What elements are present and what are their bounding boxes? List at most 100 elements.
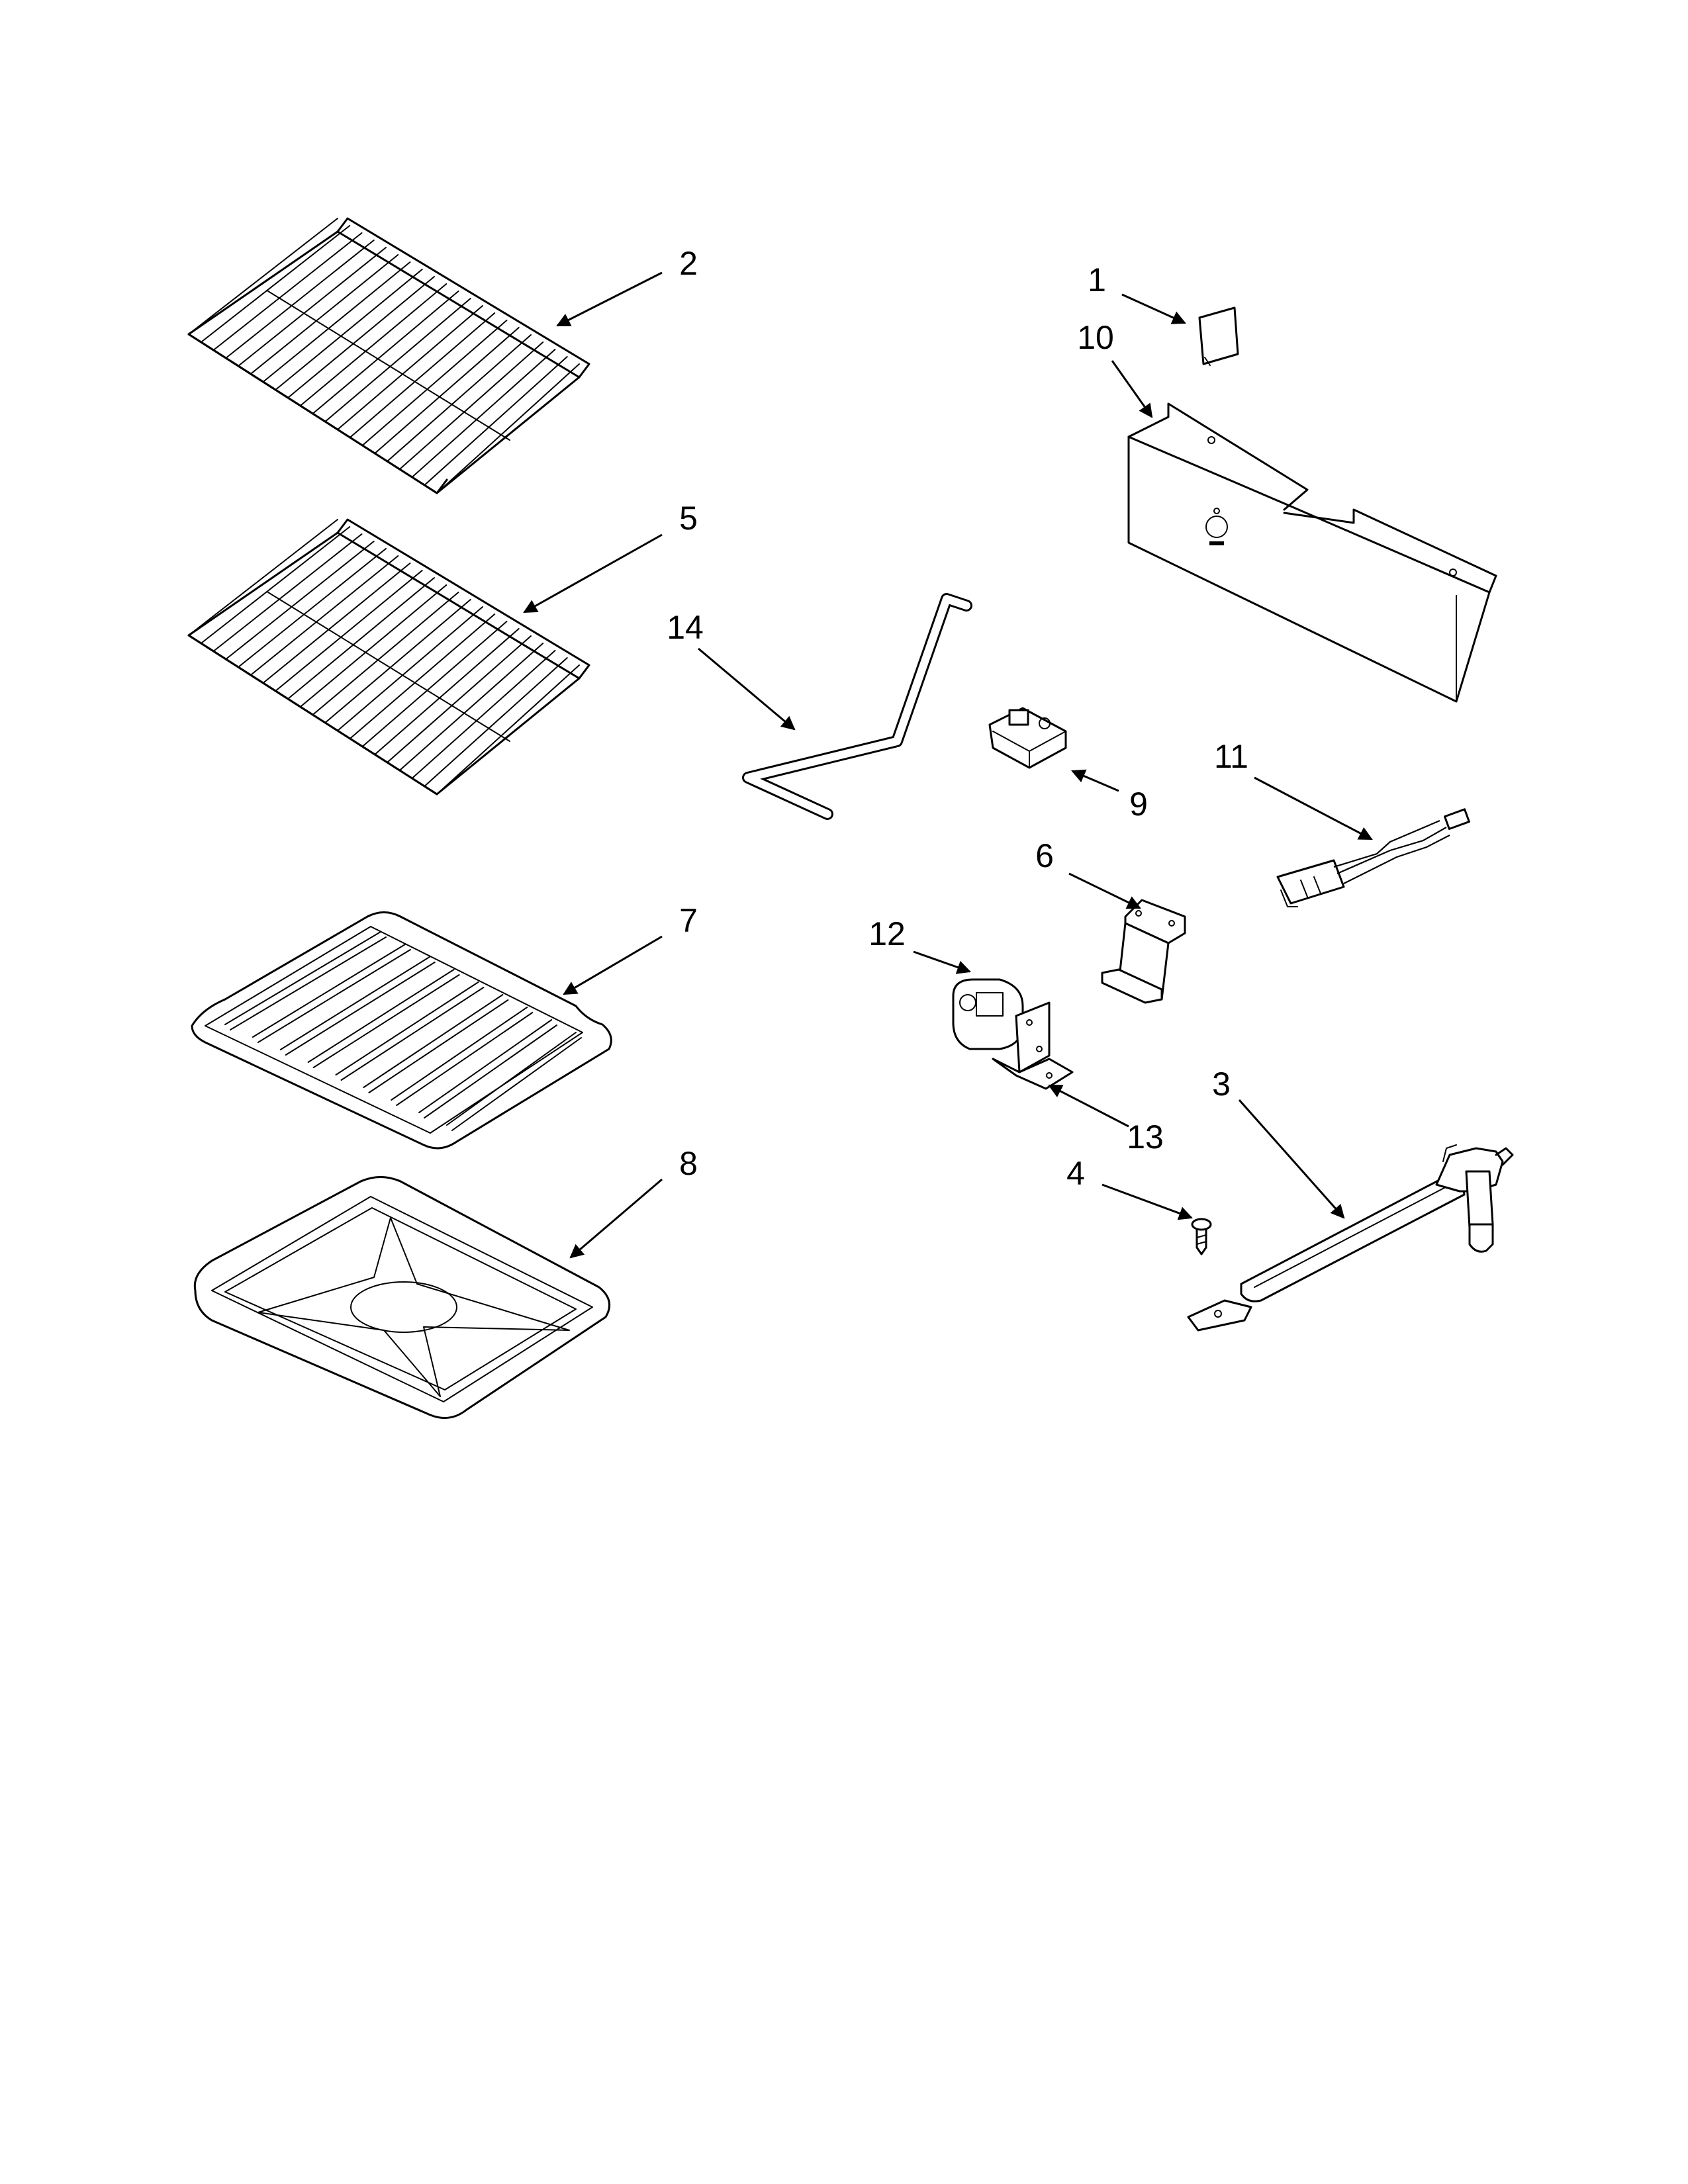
- leader-5: [523, 533, 663, 614]
- line-art: [335, 981, 479, 1075]
- line-art: [312, 592, 459, 715]
- callout-8: 8: [679, 1145, 698, 1182]
- line-art: [399, 643, 544, 771]
- line-art: [374, 628, 520, 755]
- callout-6: 6: [1035, 837, 1054, 874]
- line-art: [275, 269, 423, 390]
- leader-12: [913, 950, 971, 974]
- line-art: [399, 341, 544, 470]
- line-art: [279, 956, 430, 1050]
- leader-1: [1121, 293, 1186, 324]
- line-art: [250, 555, 399, 676]
- line-art: [424, 657, 568, 787]
- part-13-valve-bracket: [992, 1001, 1074, 1090]
- callout-3: 3: [1212, 1066, 1231, 1103]
- line-art: [285, 962, 436, 1056]
- line-art: [424, 356, 568, 486]
- line-art: [238, 247, 387, 367]
- part-12-gas-valve: [952, 978, 1024, 1050]
- line-art: [250, 254, 399, 375]
- leader-13: [1048, 1084, 1129, 1128]
- line-art: [299, 283, 447, 406]
- line-art: [337, 606, 483, 731]
- line-art: [374, 327, 520, 454]
- callout-14: 14: [667, 609, 704, 646]
- leader-9: [1071, 769, 1119, 792]
- line-art: [324, 599, 471, 723]
- line-art: [387, 334, 532, 462]
- callout-13: 13: [1127, 1118, 1164, 1156]
- line-art: [225, 541, 375, 660]
- callout-2: 2: [679, 245, 698, 282]
- line-art: [324, 298, 471, 422]
- line-art: [340, 987, 485, 1081]
- part-8-broiler-pan: [193, 1176, 611, 1419]
- line-art: [299, 584, 447, 707]
- line-art: [312, 974, 460, 1068]
- leader-6: [1068, 872, 1141, 909]
- line-art: [188, 519, 338, 636]
- callout-10: 10: [1077, 319, 1114, 356]
- line-art: [424, 1024, 558, 1118]
- line-art: [224, 931, 381, 1025]
- leader-11: [1254, 776, 1373, 841]
- leader-3: [1238, 1099, 1345, 1219]
- line-art: [307, 969, 455, 1063]
- line-art: [275, 570, 423, 692]
- callout-labels: 2 5 7 8 14 1 10 9 11 6 12 13 4 3: [667, 245, 1248, 1192]
- line-art: [225, 240, 375, 359]
- part-10-bracket-panel: [1127, 402, 1497, 703]
- leader-4: [1102, 1183, 1193, 1220]
- line-art: [200, 526, 351, 644]
- line-art: [188, 218, 338, 335]
- leader-10: [1111, 360, 1153, 418]
- leader-2: [556, 271, 663, 327]
- line-art: [368, 999, 509, 1093]
- line-art: [287, 276, 435, 398]
- line-art: [411, 349, 556, 478]
- line-art: [363, 994, 504, 1088]
- callout-5: 5: [679, 500, 698, 537]
- line-art: [262, 261, 411, 383]
- callout-7: 7: [679, 902, 698, 939]
- line-art: [312, 291, 459, 414]
- part-6-bracket: [1101, 899, 1186, 1004]
- leader-7: [563, 935, 663, 995]
- callout-12: 12: [868, 915, 906, 952]
- callout-9: 9: [1129, 786, 1148, 823]
- line-art: [337, 305, 483, 430]
- part-5-oven-rack: [187, 518, 590, 796]
- callout-1: 1: [1088, 261, 1106, 298]
- line-art: [391, 1007, 528, 1101]
- line-art: [387, 635, 532, 763]
- line-art: [200, 225, 351, 343]
- part-11-igniter: [1276, 808, 1470, 907]
- line-art: [418, 1019, 553, 1113]
- part-3-burner-tube: [1187, 1144, 1514, 1332]
- leader-lines: [523, 271, 1373, 1259]
- part-2-oven-rack: [187, 217, 590, 494]
- line-art: [451, 1037, 582, 1131]
- line-art: [349, 312, 496, 438]
- line-art: [446, 1032, 577, 1126]
- line-art: [436, 664, 580, 795]
- callout-4: 4: [1066, 1155, 1085, 1192]
- line-art: [257, 949, 411, 1043]
- line-art: [287, 577, 435, 700]
- part-1-cover-plate: [1198, 306, 1239, 366]
- part-7-broiler-grid: [191, 911, 612, 1150]
- part-9-switch: [988, 707, 1067, 769]
- leader-8: [569, 1178, 663, 1259]
- line-art: [411, 650, 556, 779]
- line-art: [238, 548, 387, 668]
- line-art: [361, 320, 508, 446]
- line-art: [212, 232, 363, 351]
- line-art: [396, 1012, 534, 1106]
- callout-11: 11: [1214, 738, 1248, 775]
- part-14-rod: [742, 593, 972, 820]
- line-art: [349, 614, 496, 739]
- leader-14: [698, 647, 796, 731]
- line-art: [361, 621, 508, 747]
- line-art: [230, 936, 387, 1030]
